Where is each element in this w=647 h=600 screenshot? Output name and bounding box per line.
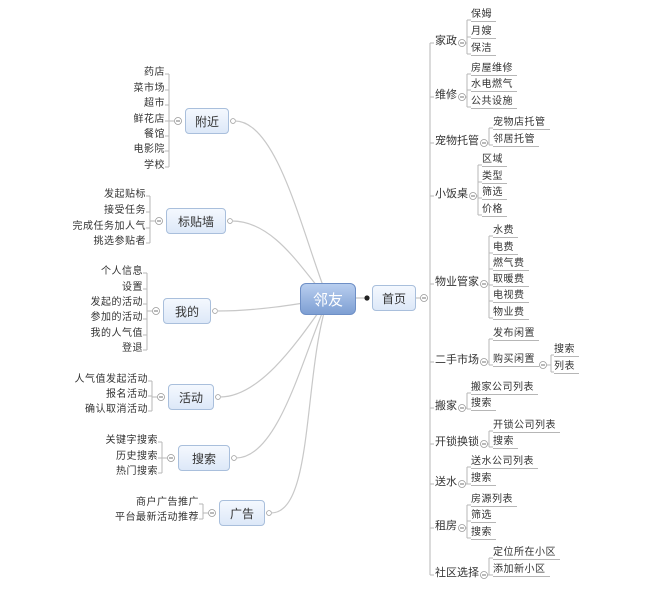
group-1-item-1[interactable]: 保姆: [471, 8, 496, 22]
group-7-label[interactable]: 搬家: [435, 399, 457, 412]
topic-3-item-6[interactable]: 登退: [122, 343, 143, 354]
topic-6-curve: [270, 298, 329, 514]
topic-6-item-1[interactable]: 商户广告推广: [136, 497, 199, 508]
topic-5-label: 搜索: [191, 451, 216, 466]
group-6-sub-item-1[interactable]: 搜索: [554, 343, 579, 357]
topic-4-item-2[interactable]: 报名活动: [106, 389, 148, 400]
topic-4-item-1[interactable]: 人气值发起活动: [74, 374, 148, 385]
topic-2-item-4[interactable]: 挑选参贴者: [93, 236, 146, 247]
group-4-label[interactable]: 小饭桌: [435, 187, 468, 200]
topic-2-item-2[interactable]: 接受任务: [104, 205, 146, 216]
topic-1-item-3[interactable]: 超市: [144, 98, 165, 109]
group-7-item-1[interactable]: 搬家公司列表: [471, 381, 538, 395]
group-10-item-1[interactable]: 房源列表: [471, 493, 517, 507]
topic-1[interactable]: 附近: [185, 108, 229, 134]
topic-6[interactable]: 广告: [219, 500, 265, 526]
group-5-item-3[interactable]: 燃气费: [493, 257, 529, 271]
topic-3-item-1[interactable]: 个人信息: [101, 266, 143, 277]
topic-2-item-3[interactable]: 完成任务加人气: [72, 221, 146, 232]
topic-3-item-5[interactable]: 我的人气值: [90, 328, 143, 339]
topic-1-label: 附近: [194, 114, 219, 129]
topic-3-label: 我的: [174, 304, 199, 319]
group-6-sub-item-2[interactable]: 列表: [554, 360, 579, 374]
topic-4-anchor: [215, 394, 221, 400]
group-2-item-2[interactable]: 水电燃气: [471, 78, 517, 92]
group-6-label[interactable]: 二手市场: [435, 353, 479, 366]
group-2-label[interactable]: 维修: [435, 88, 457, 101]
group-9-item-2[interactable]: 搜索: [471, 472, 496, 486]
group-11-label[interactable]: 社区选择: [435, 566, 479, 579]
group-4-item-4[interactable]: 价格: [482, 203, 507, 217]
topic-3-item-3[interactable]: 发起的活动: [90, 297, 143, 308]
group-10-item-2[interactable]: 筛选: [471, 509, 496, 523]
topic-5-item-3[interactable]: 热门搜索: [116, 466, 158, 477]
group-4-item-1[interactable]: 区域: [482, 153, 507, 167]
group-8-label[interactable]: 开锁换锁: [435, 435, 479, 448]
topic-6-anchor: [266, 510, 272, 516]
group-9-label[interactable]: 送水: [435, 475, 457, 488]
group-5-item-6[interactable]: 物业费: [493, 306, 529, 320]
group-7-item-2[interactable]: 搜索: [471, 397, 496, 411]
group-1-item-2[interactable]: 月嫂: [471, 25, 496, 39]
topic-5-item-1[interactable]: 关键字搜索: [105, 435, 158, 446]
group-2-item-1[interactable]: 房屋维修: [471, 62, 517, 76]
home-node[interactable]: 首页: [372, 285, 416, 311]
topic-1-curve: [234, 120, 329, 300]
group-3-item-2[interactable]: 邻居托管: [493, 133, 539, 147]
topic-1-item-5[interactable]: 餐馆: [144, 129, 165, 140]
topic-5-anchor: [231, 455, 237, 461]
topic-3-item-2[interactable]: 设置: [122, 282, 143, 293]
group-10-label[interactable]: 租房: [435, 519, 457, 532]
topic-6-item-2[interactable]: 平台最新活动推荐: [115, 512, 199, 523]
topic-1-item-7[interactable]: 学校: [144, 160, 165, 171]
topic-1-item-1[interactable]: 药店: [144, 67, 165, 78]
group-5-item-1[interactable]: 水费: [493, 224, 518, 238]
topic-2-item-1[interactable]: 发起贴标: [104, 189, 146, 200]
topic-2[interactable]: 标贴墙: [166, 208, 226, 234]
topic-5-curve: [235, 298, 329, 459]
topic-5[interactable]: 搜索: [178, 445, 230, 471]
group-5-item-2[interactable]: 电费: [493, 241, 518, 255]
group-5-label[interactable]: 物业管家: [435, 275, 479, 288]
group-11-item-2[interactable]: 添加新小区: [493, 563, 550, 577]
home-node-label: 首页: [381, 291, 406, 306]
group-4-item-2[interactable]: 类型: [482, 170, 507, 184]
root-anchor-dot: [364, 295, 370, 301]
topic-4[interactable]: 活动: [168, 384, 214, 410]
topic-6-label: 广告: [229, 506, 254, 521]
group-3-label[interactable]: 宠物托管: [435, 134, 479, 147]
group-9-item-1[interactable]: 送水公司列表: [471, 455, 538, 469]
topic-1-item-6[interactable]: 电影院: [133, 144, 165, 155]
group-3-item-1[interactable]: 宠物店托管: [493, 116, 550, 130]
topic-3-anchor: [212, 308, 218, 314]
topic-2-anchor: [227, 218, 233, 224]
group-8-item-2[interactable]: 搜索: [493, 435, 518, 449]
topic-3-item-4[interactable]: 参加的活动: [90, 312, 143, 323]
group-5-item-4[interactable]: 取暖费: [493, 273, 529, 287]
group-6-item-2[interactable]: 购买闲置: [493, 353, 539, 367]
group-8-item-1[interactable]: 开锁公司列表: [493, 419, 560, 433]
root-node-linyou[interactable]: 邻友: [300, 283, 356, 315]
topic-5-item-2[interactable]: 历史搜索: [116, 451, 158, 462]
topic-4-label: 活动: [178, 390, 203, 405]
group-11-item-1[interactable]: 定位所在小区: [493, 546, 560, 560]
group-1-item-3[interactable]: 保洁: [471, 42, 496, 56]
topic-1-anchor: [230, 118, 236, 124]
topic-1-item-4[interactable]: 鲜花店: [133, 114, 165, 125]
group-1-label[interactable]: 家政: [435, 34, 457, 47]
topic-3[interactable]: 我的: [163, 298, 211, 324]
topic-2-label: 标贴墙: [177, 214, 214, 229]
topic-1-item-2[interactable]: 菜市场: [133, 83, 165, 94]
topic-4-item-3[interactable]: 确认取消活动: [85, 404, 148, 415]
group-4-item-3[interactable]: 筛选: [482, 186, 507, 200]
group-5-item-5[interactable]: 电视费: [493, 289, 529, 303]
group-10-item-3[interactable]: 搜索: [471, 526, 496, 540]
group-2-item-3[interactable]: 公共设施: [471, 95, 517, 109]
group-6-item-1[interactable]: 发布闲置: [493, 327, 539, 341]
root-label: 邻友: [312, 290, 343, 309]
